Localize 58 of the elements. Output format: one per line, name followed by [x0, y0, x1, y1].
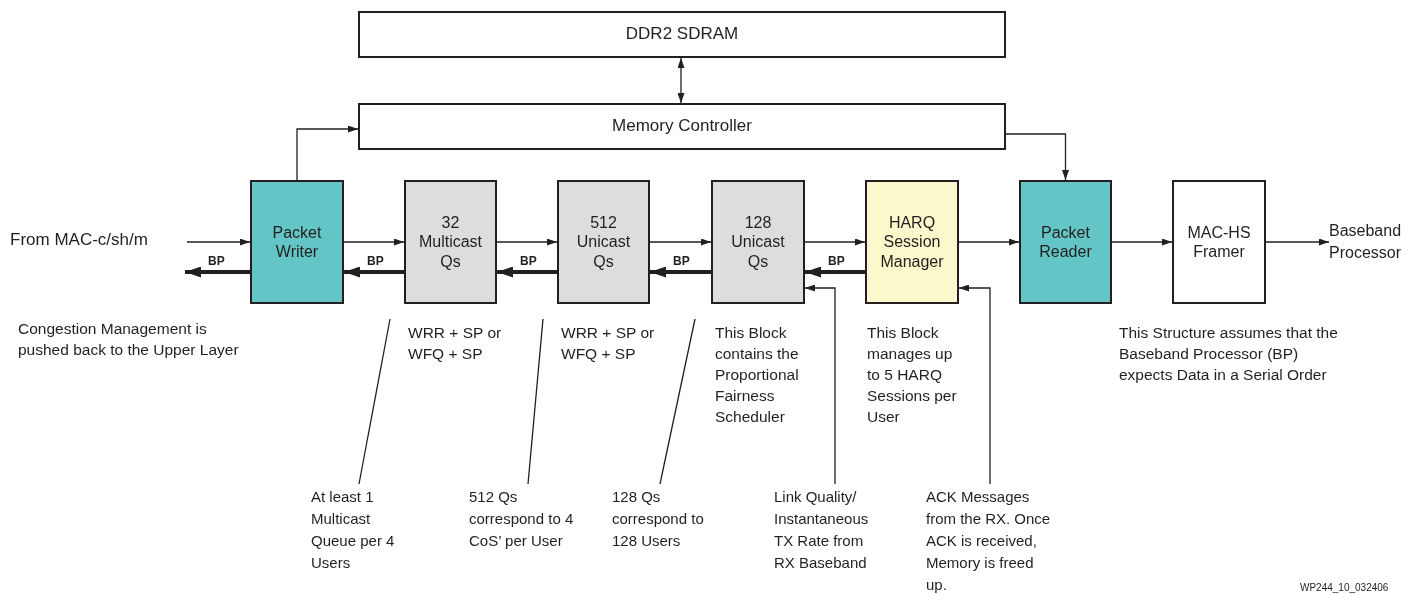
box-label: Memory Controller — [612, 116, 752, 137]
arrow — [958, 238, 1020, 246]
edge-label: BP — [827, 255, 846, 268]
box-label: DDR2 SDRAM — [625, 24, 739, 45]
arrow — [958, 284, 991, 485]
output-text: Baseband Processor — [1329, 220, 1416, 264]
annotation-text: This Block manages up to 5 HARQ Sessions per User — [867, 323, 958, 427]
annotation-text: WRR + SP or WFQ + SP — [561, 323, 656, 364]
arrow — [804, 238, 866, 246]
arrow — [805, 266, 865, 278]
annotation-text: Congestion Management is pushed back to the Upper Layer — [18, 319, 240, 360]
edge-label: BP — [672, 255, 691, 268]
memory-box — [358, 11, 1006, 58]
leader-line — [527, 318, 544, 485]
arrow — [497, 266, 557, 278]
note-text: ACK Messages from the RX. Once ACK is received, Memory is freed up. — [926, 486, 1052, 594]
leader-line — [358, 318, 391, 485]
annotation-text: This Block contains the Proportional Fairness Scheduler — [715, 323, 800, 427]
arrow — [1111, 238, 1173, 246]
box-label: Packet Writer — [271, 222, 323, 262]
arrow — [650, 266, 711, 278]
queue-box — [557, 180, 650, 304]
controller-box — [358, 103, 1006, 150]
arrow — [649, 238, 712, 246]
arrow — [343, 238, 405, 246]
note-text: 512 Qs correspond to 4 CoS’ per User — [469, 486, 579, 576]
arrow — [1005, 133, 1069, 181]
edge-label: BP — [366, 255, 385, 268]
edge-label: BP — [519, 255, 538, 268]
process-box — [865, 180, 959, 304]
process-box — [250, 180, 344, 304]
box-label: HARQ Session Manager — [879, 213, 945, 271]
annotation-text: This Structure assumes that the Baseband Processor (BP) expects Data in a Serial Order — [1119, 323, 1339, 385]
arrow — [296, 125, 359, 181]
box-label: MAC-HS Framer — [1186, 222, 1252, 262]
input-text: From MAC-c/sh/m — [10, 229, 185, 255]
arrow — [677, 57, 685, 104]
note-text: At least 1 Multicast Queue per 4 Users — [311, 486, 403, 576]
box-label: 32 Multicast Qs — [417, 213, 484, 271]
edge-label: BP — [207, 255, 226, 268]
annotation-text: WRR + SP or WFQ + SP — [408, 323, 503, 364]
arrow — [185, 266, 250, 278]
process-box — [1172, 180, 1266, 304]
box-label: 512 Unicast Qs — [575, 213, 632, 271]
figure-id: WP244_10_032406 — [1300, 581, 1390, 594]
arrow — [1265, 238, 1330, 246]
box-label: 128 Unicast Qs — [730, 213, 786, 271]
leader-line — [659, 318, 696, 485]
arrow — [804, 284, 836, 485]
note-text: 128 Qs correspond to 128 Users — [612, 486, 722, 556]
process-box — [1019, 180, 1112, 304]
box-label: Packet Reader — [1038, 222, 1093, 262]
arrow — [344, 266, 404, 278]
arrow — [186, 238, 251, 246]
queue-box — [404, 180, 497, 304]
note-text: Link Quality/ Instantaneous TX Rate from RX Baseband — [774, 486, 886, 576]
arrow — [496, 238, 558, 246]
queue-box — [711, 180, 805, 304]
